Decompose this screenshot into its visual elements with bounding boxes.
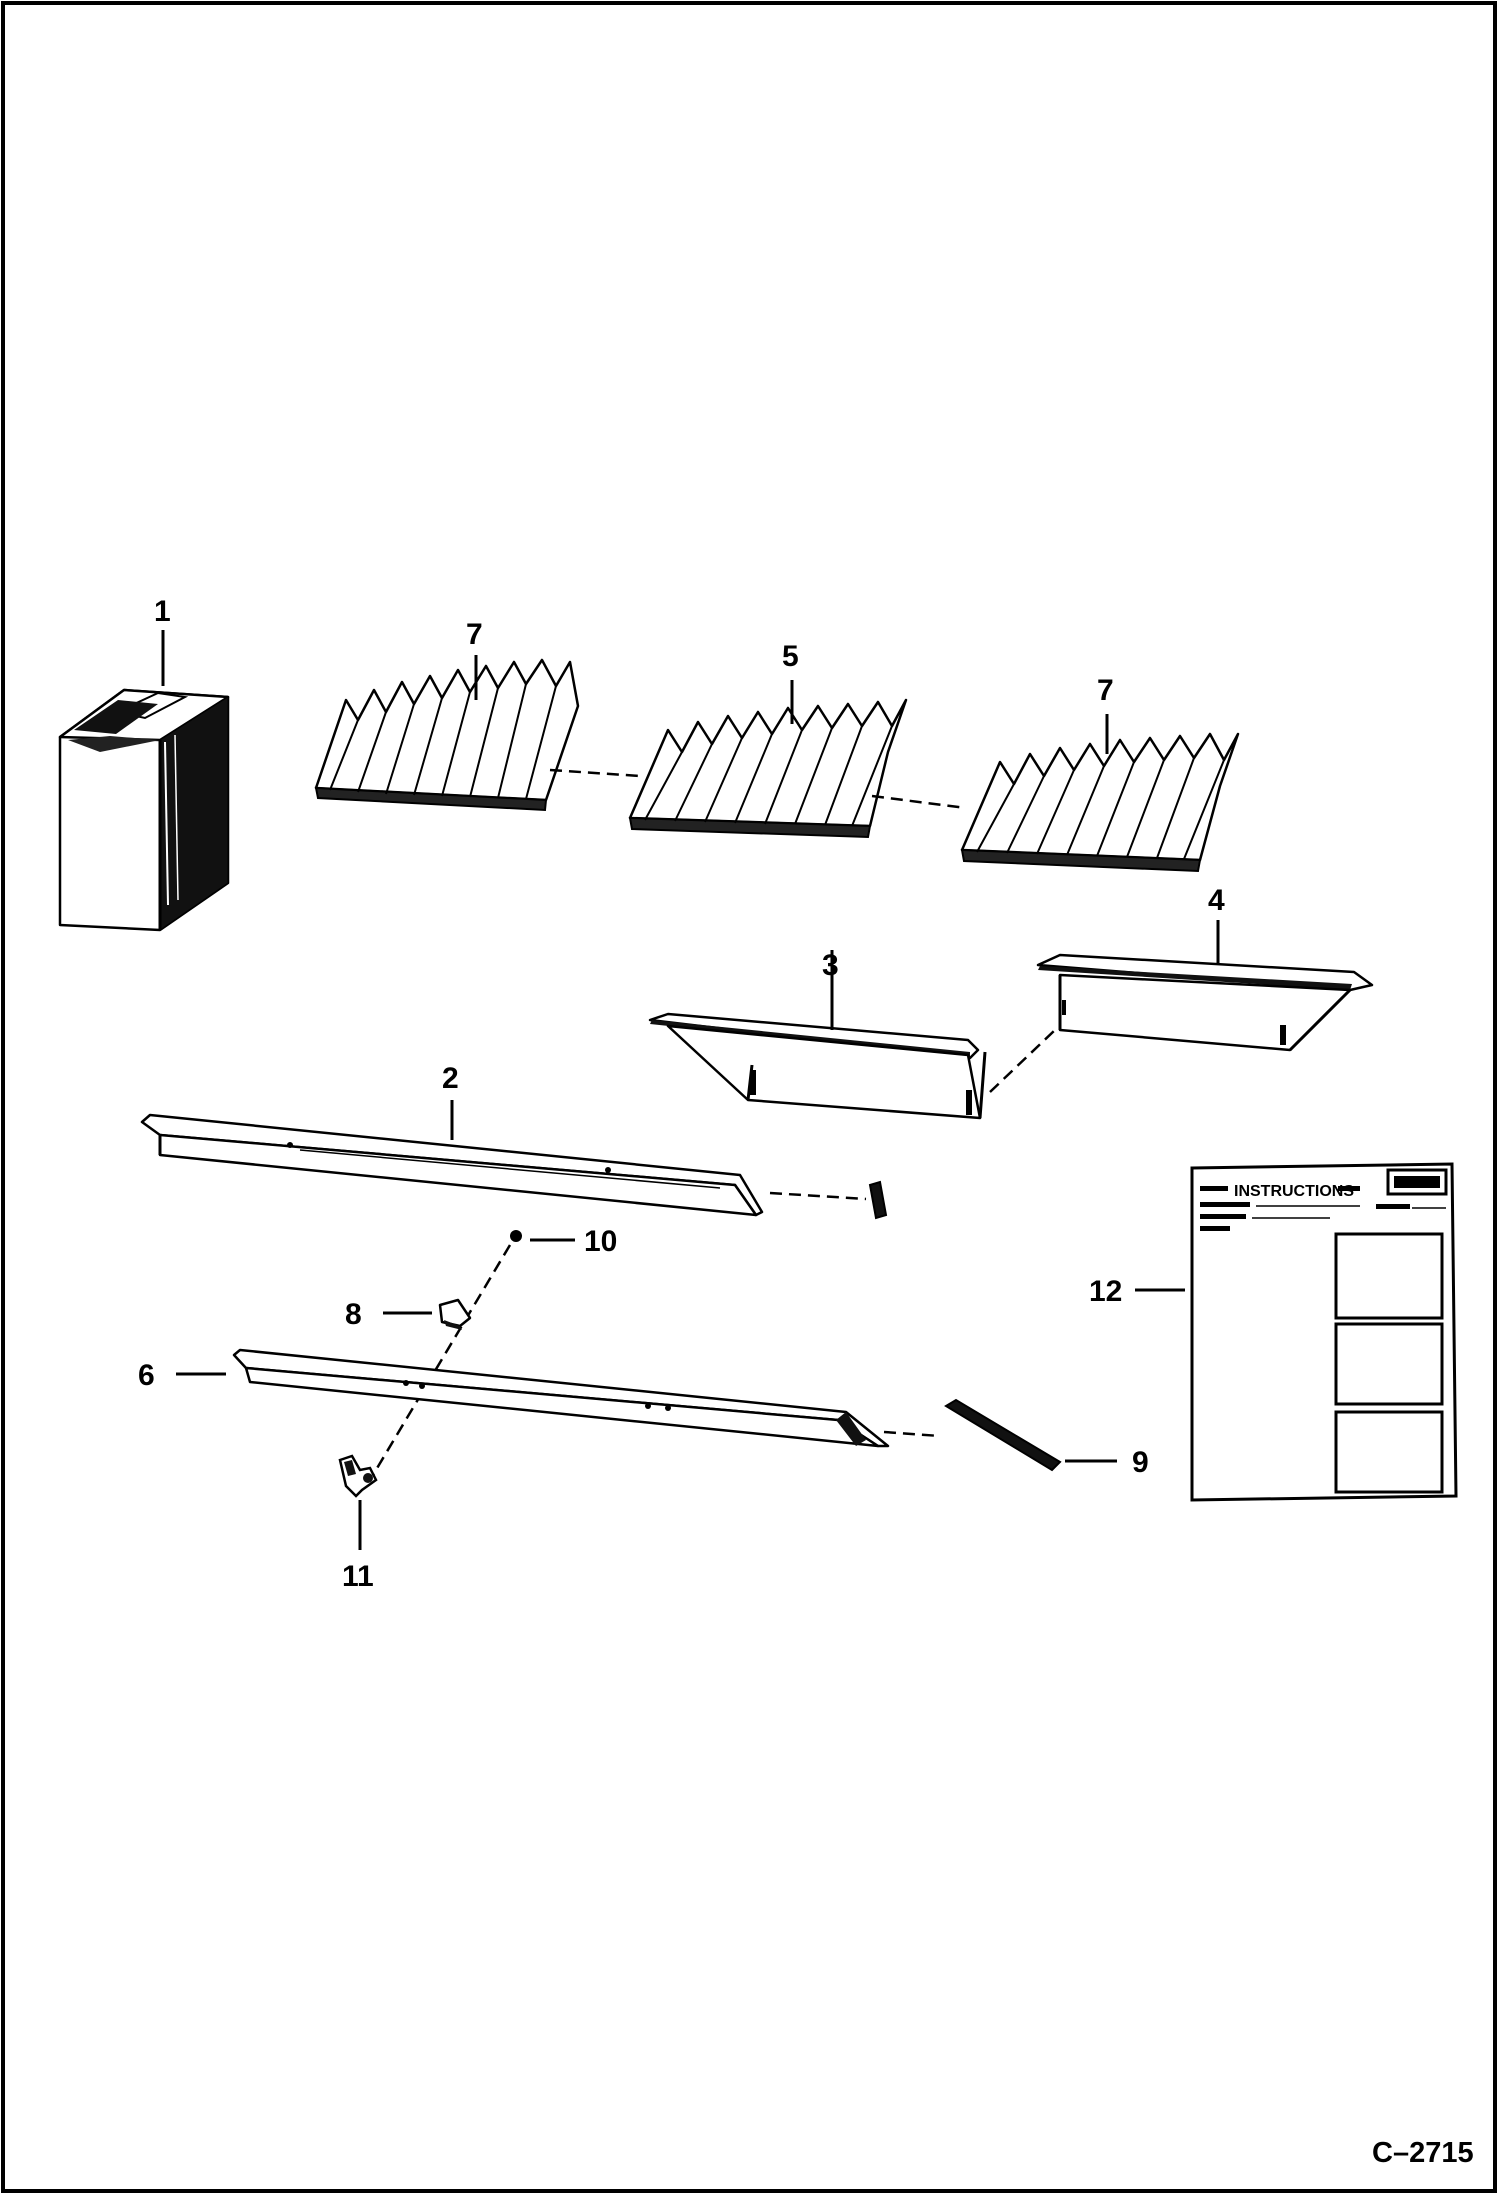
part-2-rail — [140, 1113, 764, 1217]
part-4-bracket — [1036, 953, 1374, 1052]
part-6-rail — [232, 1348, 890, 1448]
part-7-filter-left — [314, 658, 580, 812]
callout-11: 11 — [342, 1560, 374, 1593]
dashed-axis-screw — [368, 1244, 512, 1481]
dashed-link-6-9 — [883, 1430, 941, 1438]
callout-4: 4 — [1208, 884, 1225, 917]
callout-10: 10 — [584, 1225, 617, 1258]
part-1-box — [58, 688, 230, 932]
part-12-instruction-card: INSTRUCTIONS — [1190, 1162, 1458, 1502]
callout-9: 9 — [1132, 1446, 1149, 1479]
part-5-filter-center — [628, 698, 908, 839]
dashed-link-2-seal — [769, 1191, 867, 1201]
callout-6: 6 — [138, 1359, 155, 1392]
callout-7a: 7 — [466, 618, 483, 651]
dashed-link-5-7b — [871, 794, 967, 810]
document-code: C–2715 — [1372, 2137, 1474, 2169]
dashed-link-7a-5 — [549, 768, 641, 778]
part-7-filter-right — [960, 732, 1240, 873]
dashed-link-3-4 — [989, 1029, 1056, 1093]
callout-2: 2 — [442, 1062, 459, 1095]
part-8-latch — [438, 1298, 472, 1330]
part-11-knob — [338, 1454, 378, 1498]
part-10-screw — [510, 1230, 522, 1242]
callout-5: 5 — [782, 640, 799, 673]
callout-8: 8 — [345, 1298, 362, 1331]
callout-1: 1 — [154, 595, 171, 628]
instruction-card-heading: INSTRUCTIONS — [1234, 1183, 1354, 1200]
callout-3: 3 — [822, 949, 839, 982]
part-3-bracket — [648, 1012, 987, 1120]
seal-strip-small — [868, 1180, 888, 1220]
callout-7b: 7 — [1097, 674, 1114, 707]
part-9-seal — [944, 1398, 1062, 1472]
callout-12: 12 — [1089, 1275, 1122, 1308]
